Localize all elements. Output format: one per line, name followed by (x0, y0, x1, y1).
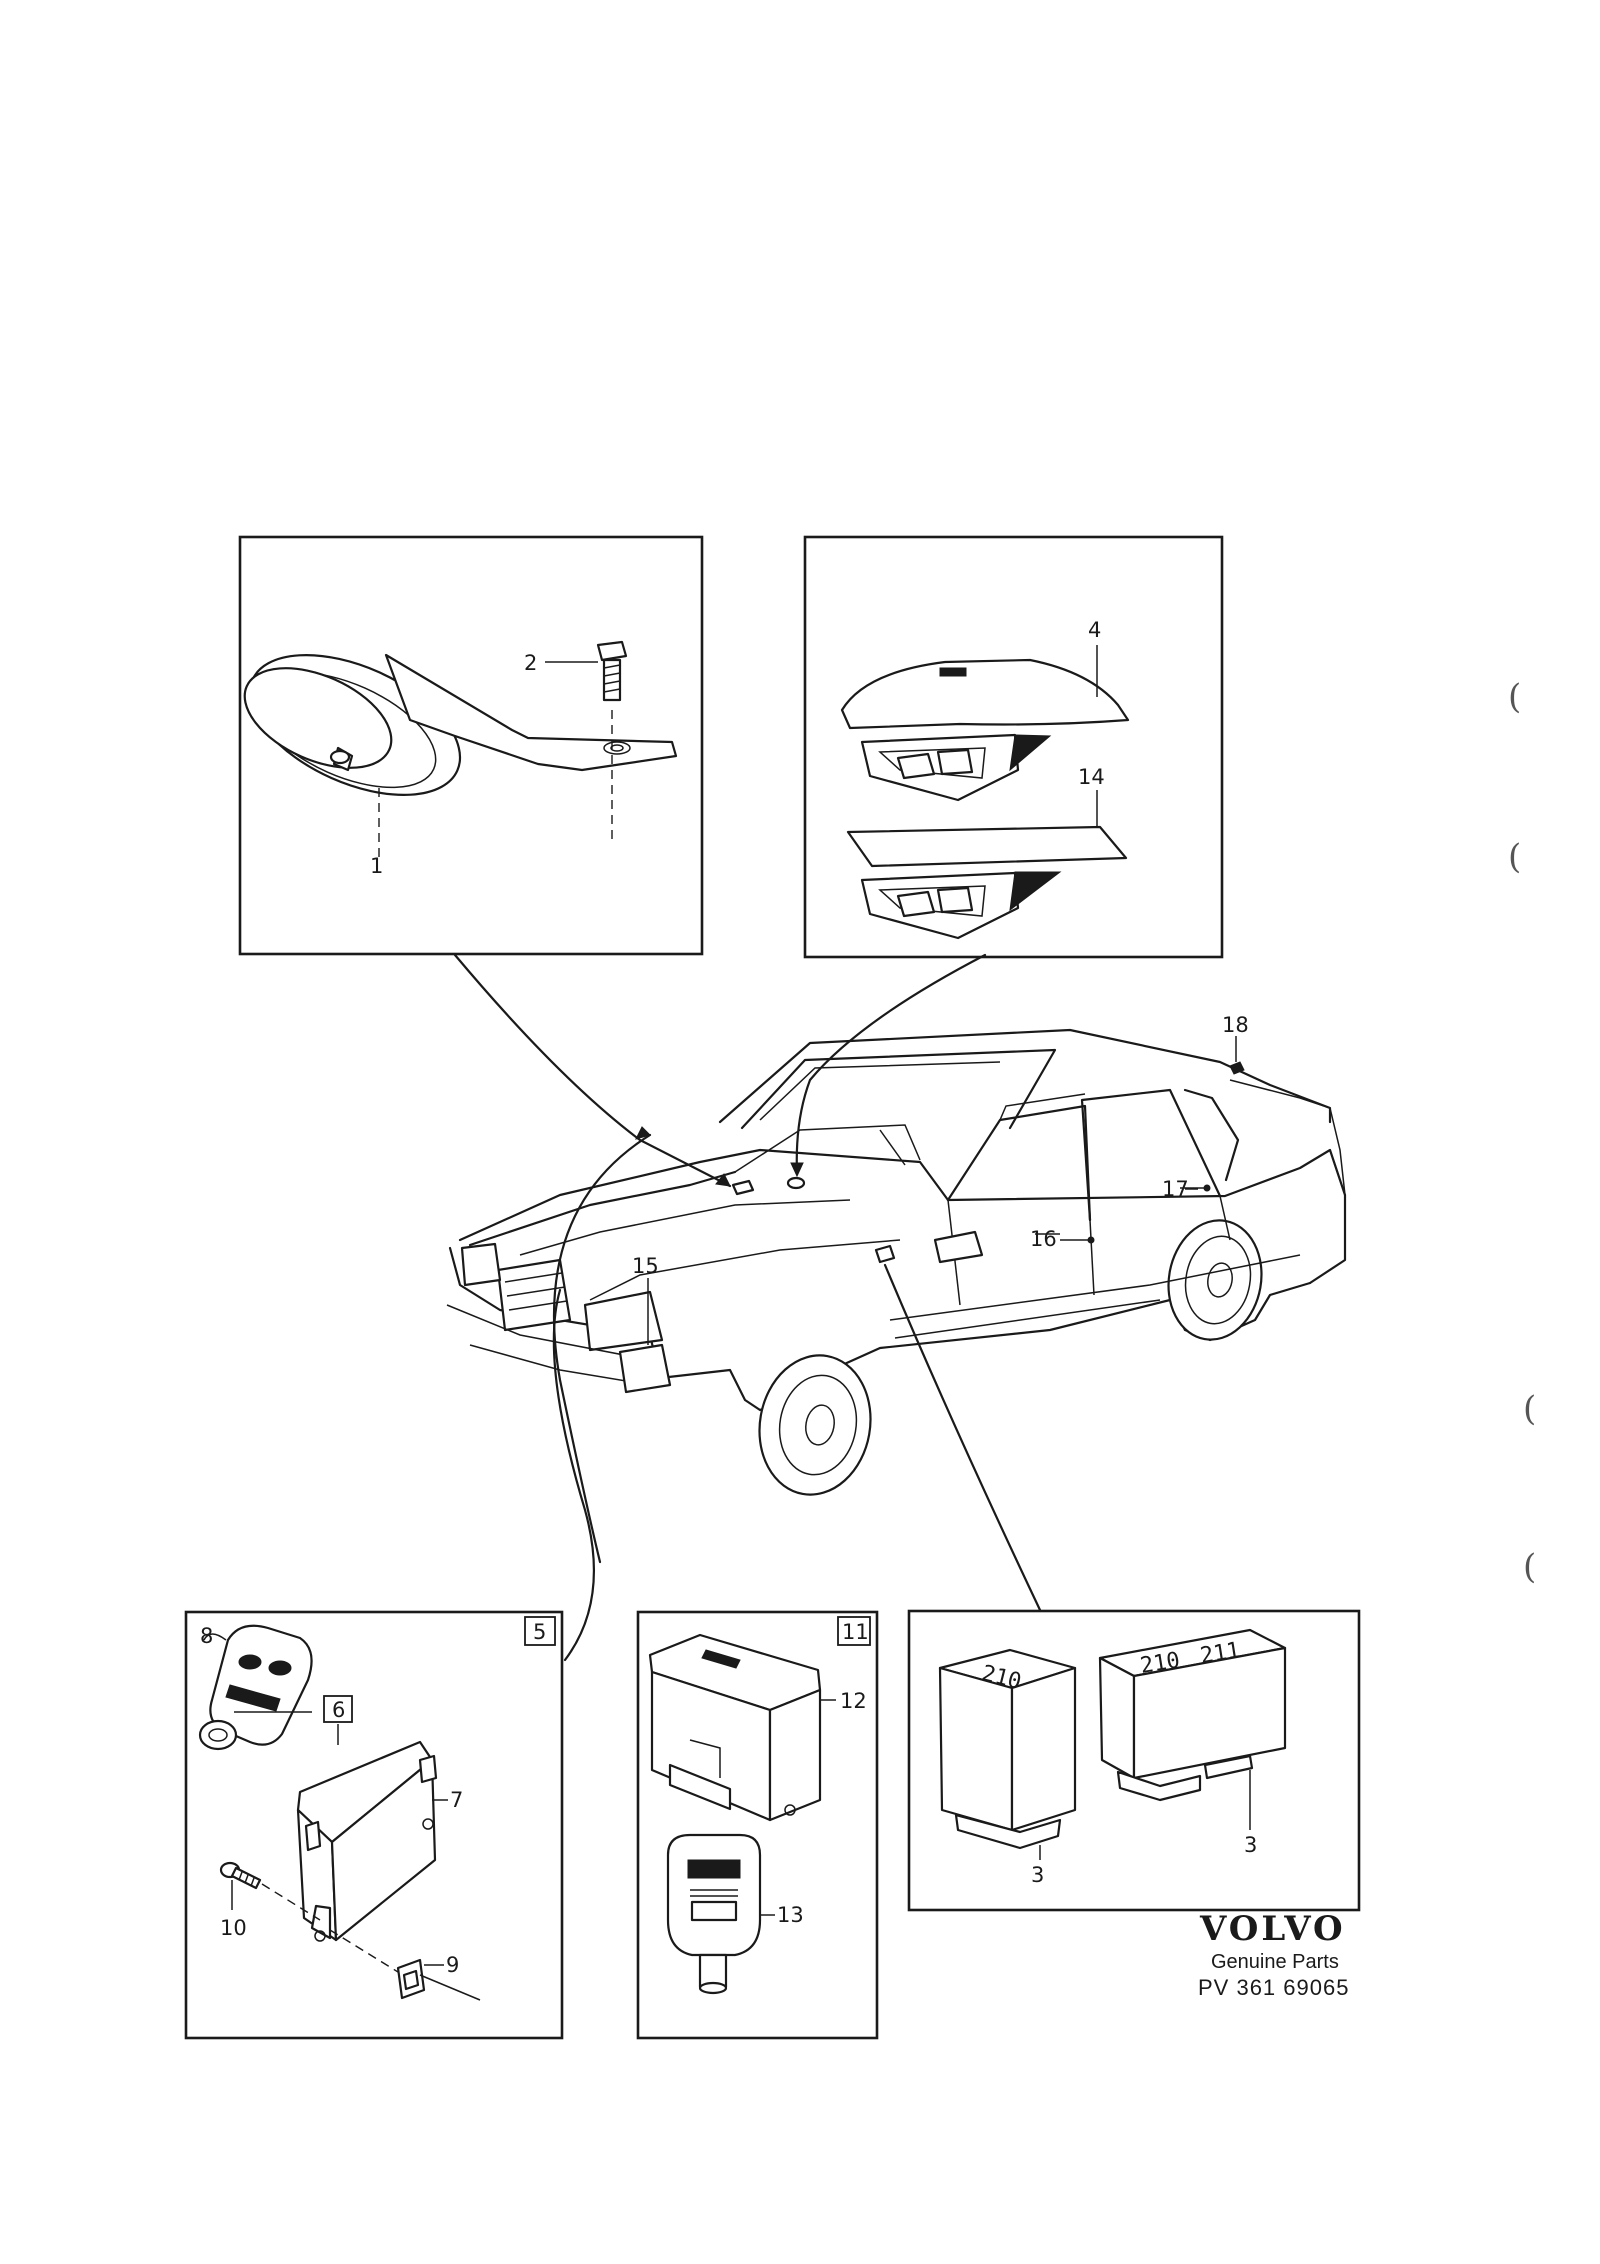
cover-14 (846, 825, 1128, 940)
margin-mark: ( (1508, 837, 1521, 877)
callout-3-right: 3 (1244, 1833, 1257, 1857)
margin-mark: ( (1523, 1389, 1536, 1429)
margin-mark: ( (1523, 1547, 1536, 1587)
brand-block: VOLVO Genuine Parts PV 361 69065 (1198, 1909, 1349, 2000)
alarm-control-module (296, 1740, 438, 1942)
part-code: PV 361 69065 (1198, 1975, 1349, 2000)
margin-mark: ( (1508, 677, 1521, 717)
car-illustration: 18 17 16 15 (446, 1013, 1347, 1496)
callout-15: 15 (632, 1254, 659, 1278)
control-unit-panel-frame (636, 1610, 879, 2040)
callout-16: 16 (1030, 1227, 1057, 1251)
mounting-clip (396, 1958, 426, 2000)
callout-3-left: 3 (1031, 1863, 1044, 1887)
relay-right-label-b: 211 (1199, 1638, 1242, 1669)
control-unit (648, 1633, 822, 1822)
callout-2: 2 (524, 651, 537, 675)
margin-marks: ( ( ( ( (1508, 677, 1536, 1587)
siren-horn (243, 653, 678, 796)
bolt (596, 640, 628, 702)
callout-18: 18 (1222, 1013, 1249, 1037)
callout-13: 13 (777, 1903, 804, 1927)
front-wheel (758, 1354, 872, 1496)
brand-tagline: Genuine Parts (1211, 1951, 1339, 1973)
callout-5: 5 (533, 1620, 546, 1644)
callout-4: 4 (1088, 618, 1101, 642)
sensor-cover-panel-frame (803, 535, 1224, 959)
leader-curves (453, 953, 1042, 1662)
callout-14: 14 (1078, 765, 1105, 789)
sensor-cover-panel: 4 14 (803, 535, 1224, 959)
brand-logo: VOLVO (1199, 1909, 1346, 1949)
remote-module-panel: 5 (184, 1610, 564, 2040)
callout-6: 6 (332, 1698, 345, 1722)
callout-10: 10 (220, 1916, 247, 1940)
ignition-key (666, 1833, 762, 1995)
relay-right-label-a: 210 (1139, 1648, 1182, 1679)
cover-4 (840, 658, 1130, 802)
remote-module-panel-frame (184, 1610, 564, 2040)
control-unit-panel: 11 12 13 (636, 1610, 879, 2040)
relay-left: 210 (938, 1648, 1077, 1850)
callout-12: 12 (840, 1689, 867, 1713)
callout-7: 7 (450, 1788, 463, 1812)
callout-17: 17 (1162, 1177, 1189, 1201)
callout-8: 8 (200, 1624, 213, 1648)
relay-right: 210 211 (1098, 1628, 1287, 1802)
relay-panel: 210 210 211 3 3 (907, 1609, 1361, 1912)
key-fob-remote (198, 1624, 313, 1751)
siren-panel: 2 1 (238, 535, 704, 956)
relay-panel-frame (907, 1609, 1361, 1912)
siren-panel-frame (238, 535, 704, 956)
callout-1: 1 (370, 854, 383, 878)
screw (219, 1861, 262, 1890)
callout-9: 9 (446, 1953, 459, 1977)
rear-wheel (1167, 1219, 1263, 1341)
callout-11: 11 (842, 1620, 869, 1644)
